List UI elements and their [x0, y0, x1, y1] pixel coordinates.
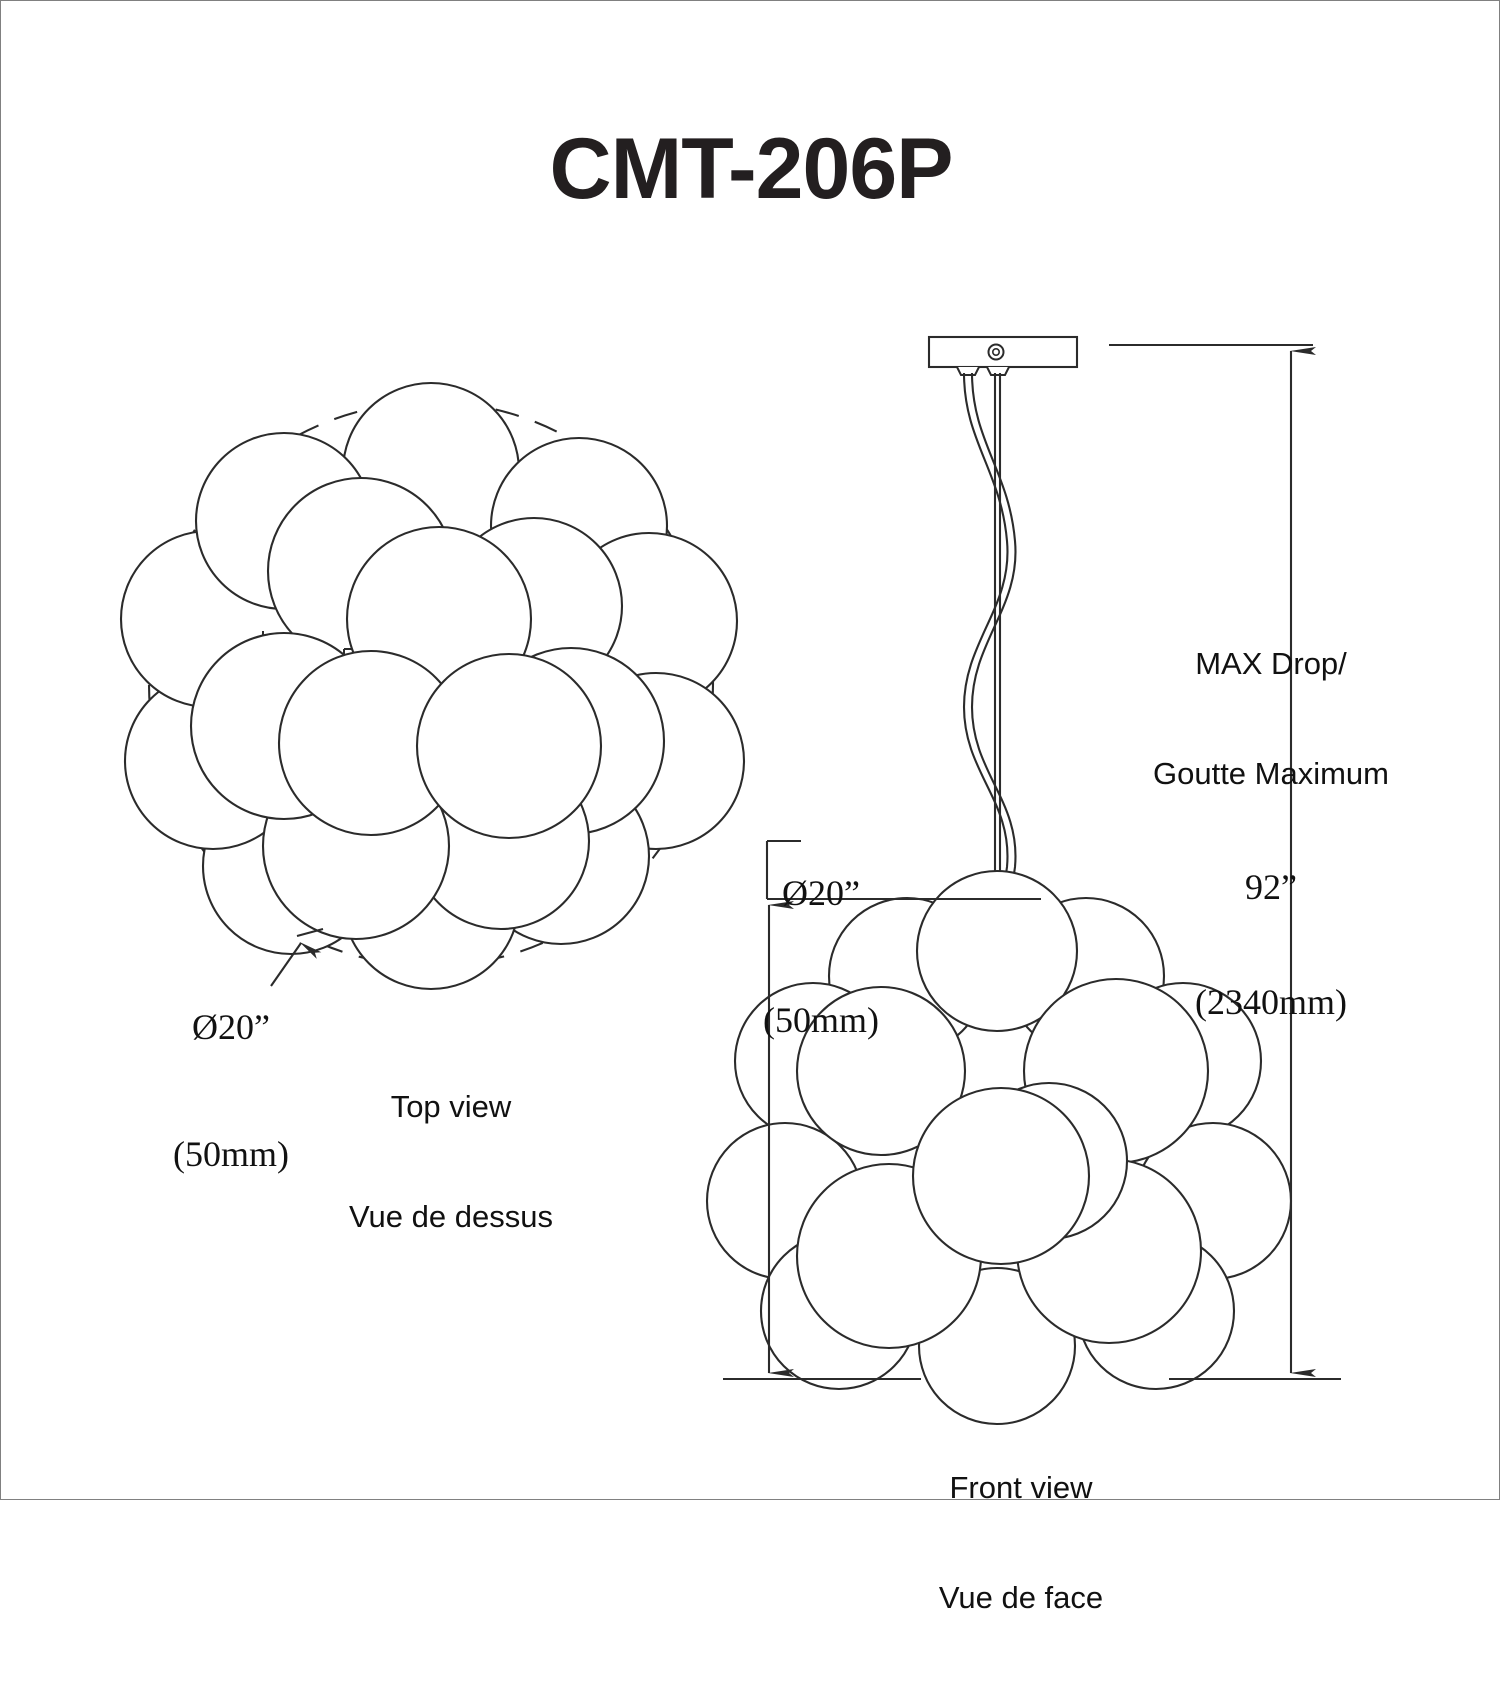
cable-collars: [956, 366, 1010, 376]
top-view-diameter-imperial: Ø20”: [192, 1006, 270, 1047]
front-view-front-spheres: [911, 1086, 1091, 1266]
front-view-diameter-metric: (50mm): [763, 1000, 879, 1041]
front-view-dimension: [723, 839, 1041, 1381]
top-view-group: [119, 381, 746, 991]
top-view-caption-en: Top view: [390, 1089, 512, 1125]
front-view-group: [705, 335, 1293, 1426]
page-title: CMT-206P: [549, 121, 953, 217]
front-view-dimension-leader: [765, 839, 801, 899]
front-view-caption-en: Front view: [949, 1470, 1093, 1506]
drawing-sheet: CMT-206P: [0, 0, 1500, 1615]
power-cord: [962, 372, 1017, 944]
top-view-dimension-leader: [270, 927, 324, 987]
top-view-caption: Top view Vue de dessus: [266, 1016, 636, 1309]
front-view-caption: Front view Vue de face: [826, 1397, 1216, 1690]
max-drop-label-en: MAX Drop/: [1195, 646, 1347, 682]
max-drop-dimension: [1109, 343, 1341, 1381]
suspension-rod: [993, 373, 1002, 941]
max-drop-metric: (2340mm): [1195, 982, 1347, 1023]
technical-drawing-canvas: [119, 335, 1341, 1426]
top-view-center-spheres: [277, 525, 603, 840]
front-view-diameter-label: Ø20” (50mm): [701, 787, 941, 1127]
front-view-diameter-imperial: Ø20”: [782, 872, 860, 913]
max-drop-label-fr: Goutte Maximum: [1152, 755, 1389, 791]
canopy: [927, 335, 1079, 369]
max-drop-label: MAX Drop/ Goutte Maximum 92” (2340mm): [1131, 573, 1411, 1097]
max-drop-imperial: 92”: [1245, 866, 1297, 907]
top-view-diameter-label: Ø20” (50mm): [111, 921, 351, 1261]
top-view-caption-fr: Vue de dessus: [349, 1198, 553, 1234]
front-view-caption-fr: Vue de face: [938, 1579, 1104, 1615]
top-view-diameter-metric: (50mm): [173, 1134, 289, 1175]
